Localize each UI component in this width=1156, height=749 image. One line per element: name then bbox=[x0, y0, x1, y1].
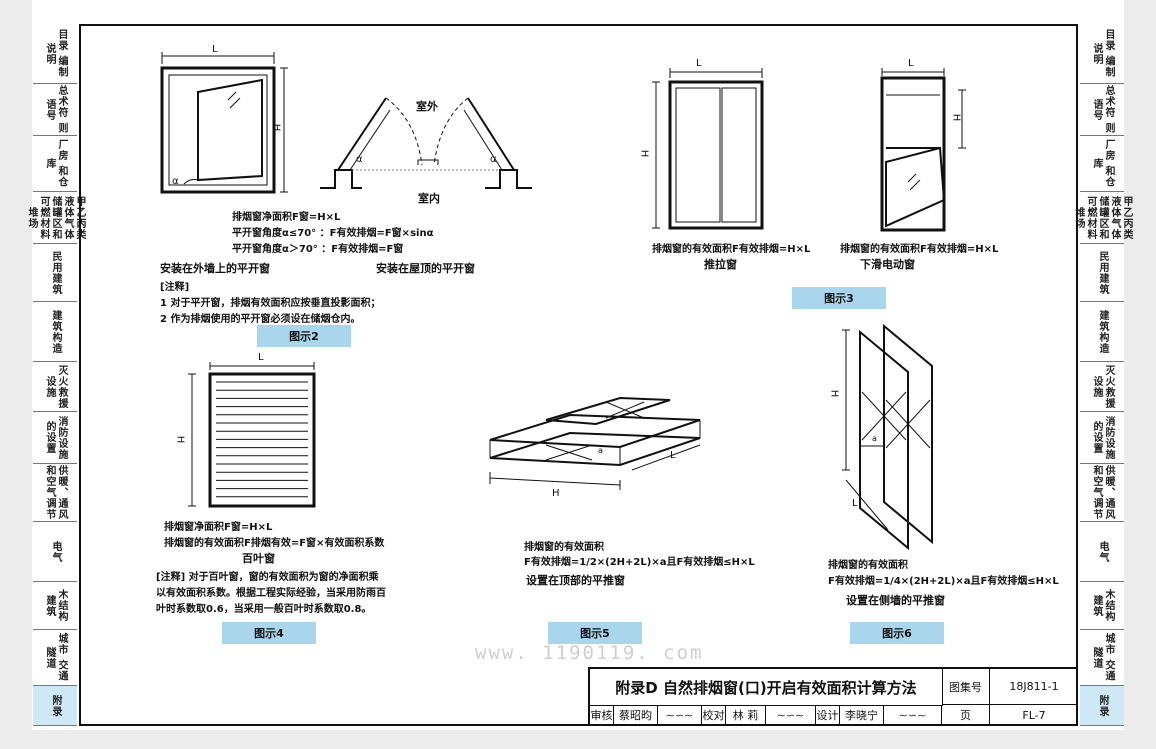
fig2-wall-window bbox=[160, 52, 288, 194]
drawing-frame bbox=[79, 24, 1078, 726]
right-tab-9[interactable]: 供暖、通风 和空气调节 bbox=[1080, 464, 1124, 522]
left-tab-5[interactable]: 民用建筑 bbox=[33, 244, 77, 302]
left-tab-9[interactable]: 供暖、通风 和空气调节 bbox=[33, 464, 77, 522]
fig4-note-2: 以有效面积系数。根据工程实际经验，当采用防雨百 bbox=[156, 588, 386, 599]
reviewer-name: 蔡昭昀 bbox=[614, 705, 658, 726]
right-tab-11[interactable]: 木结构 建筑 bbox=[1080, 582, 1124, 630]
left-tab-10[interactable]: 电气 bbox=[33, 522, 77, 582]
fig2-alpha-roof-right: α bbox=[490, 154, 497, 165]
fig4-dim-h: H bbox=[174, 435, 186, 444]
reviewer-signature: ∼∽∼ bbox=[658, 705, 702, 726]
fig4-formula-1: 排烟窗净面积F窗=H×L bbox=[164, 522, 273, 533]
fig2-formula-1: 排烟窗净面积F窗=H×L bbox=[232, 212, 341, 223]
title-block: 附录D 自然排烟窗(口)开启有效面积计算方法 图集号 18J811-1 审核 蔡… bbox=[588, 667, 1078, 726]
designer-signature: ∼∽∼ bbox=[884, 705, 942, 726]
fig3-dim-l2: L bbox=[908, 58, 914, 69]
fig3-dim-h2: H bbox=[950, 113, 962, 122]
right-tab-13[interactable]: 附录 bbox=[1080, 686, 1124, 726]
drawing-title: 附录D 自然排烟窗(口)开启有效面积计算方法 bbox=[590, 669, 943, 706]
fig6-formula-1: 排烟窗的有效面积 bbox=[828, 560, 908, 571]
design-label: 设计 bbox=[816, 705, 840, 726]
fig2-caption: 图示2 bbox=[257, 325, 351, 347]
page-number: FL-7 bbox=[990, 705, 1078, 726]
left-tab-8[interactable]: 消防设施 的设置 bbox=[33, 412, 77, 464]
right-tab-3[interactable]: 厂房 和仓库 bbox=[1080, 136, 1124, 192]
atlas-number-label: 图集号 bbox=[942, 669, 990, 705]
fig4-label: 百叶窗 bbox=[242, 552, 275, 565]
fig5-top-push-window bbox=[489, 396, 701, 490]
left-tab-13[interactable]: 附录 bbox=[33, 686, 77, 726]
fig5-dim-a: a bbox=[598, 446, 603, 455]
left-tab-6[interactable]: 建筑构造 bbox=[33, 302, 77, 362]
left-tab-12[interactable]: 城市 交通隧道 bbox=[33, 630, 77, 686]
fig2-dim-l: L bbox=[212, 44, 218, 55]
right-tab-5[interactable]: 民用建筑 bbox=[1080, 244, 1124, 302]
fig4-louver-window bbox=[188, 362, 316, 508]
fig2-note-2: 2 作为排烟使用的平开窗必须设在储烟仓内。 bbox=[160, 314, 361, 325]
right-tab-7[interactable]: 灭火救援 设施 bbox=[1080, 362, 1124, 412]
left-tab-1[interactable]: 目录 编制说明 bbox=[33, 24, 77, 84]
check-label: 校对 bbox=[702, 705, 726, 726]
fig5-dim-h: H bbox=[552, 488, 560, 499]
fig3-label-slide: 下滑电动窗 bbox=[860, 258, 915, 271]
designer-name: 李晓宁 bbox=[840, 705, 884, 726]
fig2-label-wall: 安装在外墙上的平开窗 bbox=[160, 262, 270, 275]
right-tab-1[interactable]: 目录 编制说明 bbox=[1080, 24, 1124, 84]
fig2-note-head: [注释] bbox=[160, 282, 190, 293]
fig2-note-1: 1 对于平开窗，排烟有效面积应按垂直投影面积； bbox=[160, 298, 381, 309]
fig2-roof-window bbox=[320, 97, 532, 189]
checker-name: 林 莉 bbox=[726, 705, 766, 726]
fig6-dim-l: L bbox=[852, 498, 858, 509]
fig3-dim-l1: L bbox=[696, 58, 702, 69]
fig5-caption: 图示5 bbox=[548, 622, 642, 644]
atlas-number: 18J811-1 bbox=[990, 669, 1078, 705]
fig2-alpha-wall: α bbox=[172, 176, 179, 187]
fig2-formula-3: 平开窗角度α＞70° ：F有效排烟=F窗 bbox=[232, 244, 404, 255]
fig5-formula-1: 排烟窗的有效面积 bbox=[524, 542, 604, 553]
fig3-bottom-hung-window bbox=[880, 68, 966, 232]
fig3-caption: 图示3 bbox=[792, 287, 886, 309]
fig2-label-roof: 安装在屋顶的平开窗 bbox=[376, 262, 475, 275]
left-tab-2[interactable]: 总术符 则语号 bbox=[33, 84, 77, 136]
watermark: www. 1190119. com bbox=[475, 642, 704, 664]
fig6-caption: 图示6 bbox=[850, 622, 944, 644]
fig6-dim-h: H bbox=[828, 389, 840, 398]
left-tab-7[interactable]: 灭火救援 设施 bbox=[33, 362, 77, 412]
checker-signature: ∼∽∼ bbox=[766, 705, 816, 726]
fig2-formula-2: 平开窗角度α≤70° ：F有效排烟=F窗×sinα bbox=[232, 228, 434, 239]
right-tab-8[interactable]: 消防设施 的设置 bbox=[1080, 412, 1124, 464]
fig3-dim-h1: H bbox=[638, 149, 650, 158]
fig5-formula-2: F有效排烟=1/2×(2H+2L)×a且F有效排烟≤H×L bbox=[524, 557, 755, 568]
fig4-note-1: [注释] 对于百叶窗，窗的有效面积为窗的净面积乘 bbox=[156, 572, 379, 583]
fig3-formula-slide: 排烟窗的有效面积F有效排烟=H×L bbox=[840, 244, 999, 255]
fig4-note-3: 叶时系数取0.6，当采用一般百叶时系数取0.8。 bbox=[156, 604, 372, 615]
fig6-dim-a: a bbox=[872, 434, 877, 443]
left-tab-11[interactable]: 木结构 建筑 bbox=[33, 582, 77, 630]
right-tab-6[interactable]: 建筑构造 bbox=[1080, 302, 1124, 362]
fig4-dim-l: L bbox=[258, 352, 264, 363]
fig6-label: 设置在侧墙的平推窗 bbox=[846, 594, 945, 607]
page-label: 页 bbox=[942, 705, 990, 726]
review-label: 审核 bbox=[590, 705, 614, 726]
right-tab-2[interactable]: 总术符 则语号 bbox=[1080, 84, 1124, 136]
fig5-label: 设置在顶部的平推窗 bbox=[526, 574, 625, 587]
fig2-outdoor-label: 室外 bbox=[416, 100, 438, 113]
fig3-sliding-window bbox=[652, 68, 764, 230]
fig2-dim-h: H bbox=[270, 123, 282, 132]
right-tab-12[interactable]: 城市 交通隧道 bbox=[1080, 630, 1124, 686]
fig5-dim-l: L bbox=[670, 450, 676, 461]
left-tab-3[interactable]: 厂房 和仓库 bbox=[33, 136, 77, 192]
fig2-alpha-roof-left: α bbox=[356, 154, 363, 165]
fig4-formula-2: 排烟窗的有效面积F排烟有效=F窗×有效面积系数 bbox=[164, 538, 385, 549]
fig3-label-push: 推拉窗 bbox=[704, 258, 737, 271]
right-tab-10[interactable]: 电气 bbox=[1080, 522, 1124, 582]
fig2-indoor-label: 室内 bbox=[418, 192, 440, 205]
fig6-formula-2: F有效排烟=1/4×(2H+2L)×a且F有效排烟≤H×L bbox=[828, 576, 1059, 587]
fig3-formula-push: 排烟窗的有效面积F有效排烟=H×L bbox=[652, 244, 811, 255]
fig4-caption: 图示4 bbox=[222, 622, 316, 644]
fig6-side-push-window bbox=[842, 323, 933, 551]
drawing-sheet bbox=[32, 0, 1124, 730]
